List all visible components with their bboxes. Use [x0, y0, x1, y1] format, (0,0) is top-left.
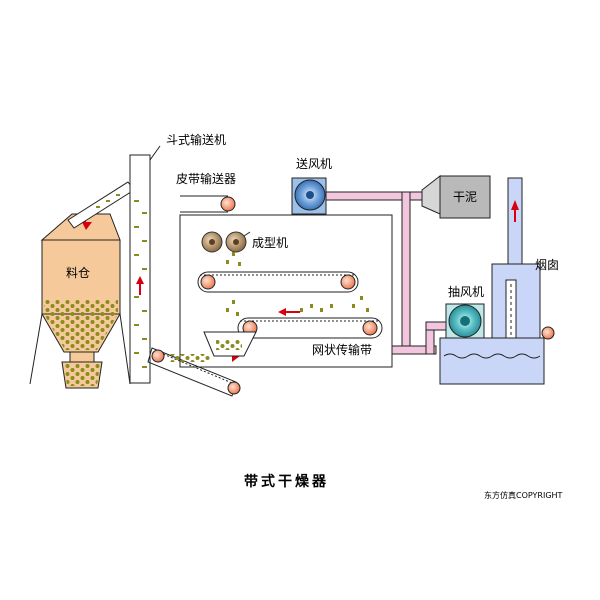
label-forming-machine: 成型机 — [252, 236, 289, 250]
lower-mesh-belt — [237, 317, 383, 339]
diagram-title: 带式干燥器 — [244, 474, 329, 490]
air-ducts — [325, 191, 449, 355]
leader-lines — [149, 145, 251, 237]
dryer-chamber — [179, 214, 393, 368]
discharge-belt — [147, 331, 257, 397]
skin-belt-conveyor — [180, 195, 236, 213]
blower — [291, 177, 327, 215]
label-bucket-elevator: 斗式输送机 — [166, 133, 227, 147]
silo — [29, 213, 131, 389]
forming-machine — [201, 231, 247, 253]
dry-sludge-bin — [421, 174, 491, 219]
label-mesh-belt: 网状传输带 — [312, 343, 373, 357]
chimney — [507, 177, 523, 265]
upper-mesh-belt — [197, 271, 359, 293]
label-chimney: 烟囱 — [535, 258, 560, 272]
label-dry-sludge: 干泥 — [453, 190, 478, 204]
label-silo: 料仓 — [66, 266, 91, 280]
copyright: 东方仿真COPYRIGHT — [484, 491, 563, 500]
bucket-elevator — [67, 154, 151, 384]
label-blower: 送风机 — [296, 157, 333, 171]
label-belt-conveyor: 皮带输送器 — [176, 172, 237, 186]
label-exhaust-fan: 抽风机 — [448, 285, 485, 299]
exhaust-fan — [445, 303, 485, 339]
scrubber-tank — [439, 263, 555, 385]
